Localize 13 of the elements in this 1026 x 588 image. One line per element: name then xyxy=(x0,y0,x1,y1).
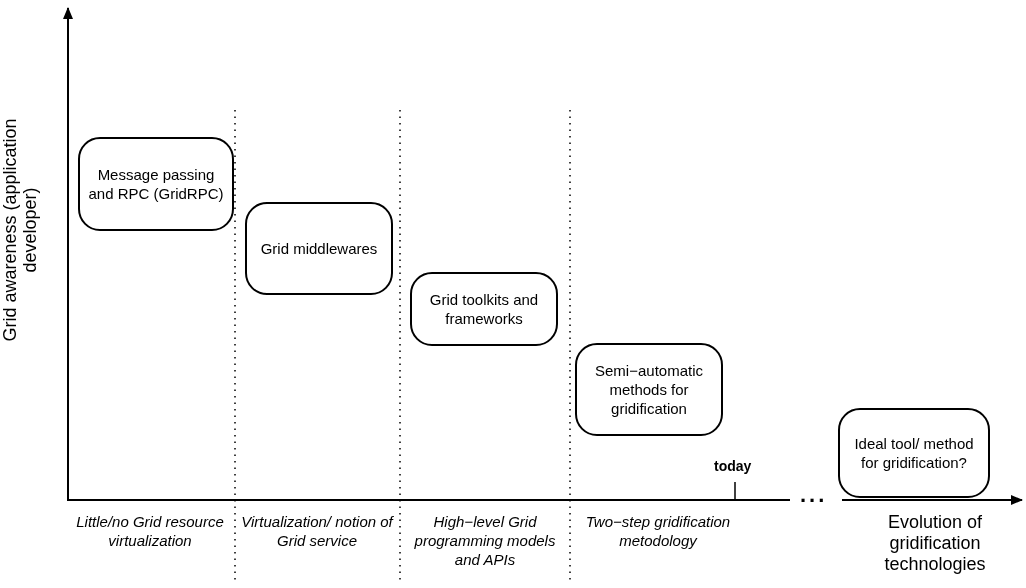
axis-title: Grid awareness (application developer) xyxy=(0,117,40,344)
rounded-box: Grid middlewares xyxy=(245,202,393,295)
today-label: today xyxy=(714,457,752,476)
ellipsis: ... xyxy=(800,481,828,509)
rounded-box: Ideal tool/ method for gridification? xyxy=(838,408,990,498)
rounded-box: Message passing and RPC (GridRPC) xyxy=(78,137,234,231)
period-label: Little/no Grid resource virtualization xyxy=(75,512,225,550)
rounded-box: Grid toolkits and frameworks xyxy=(410,272,558,346)
axis-title: Evolution of gridification technologies xyxy=(883,512,987,575)
period-label: Virtualization/ notion of Grid service xyxy=(240,512,395,550)
rounded-box: Semi−automatic methods for gridification xyxy=(575,343,723,436)
period-label: Two−step gridification metodology xyxy=(584,512,732,550)
period-label: High−level Grid programming models and APIs xyxy=(413,512,557,569)
